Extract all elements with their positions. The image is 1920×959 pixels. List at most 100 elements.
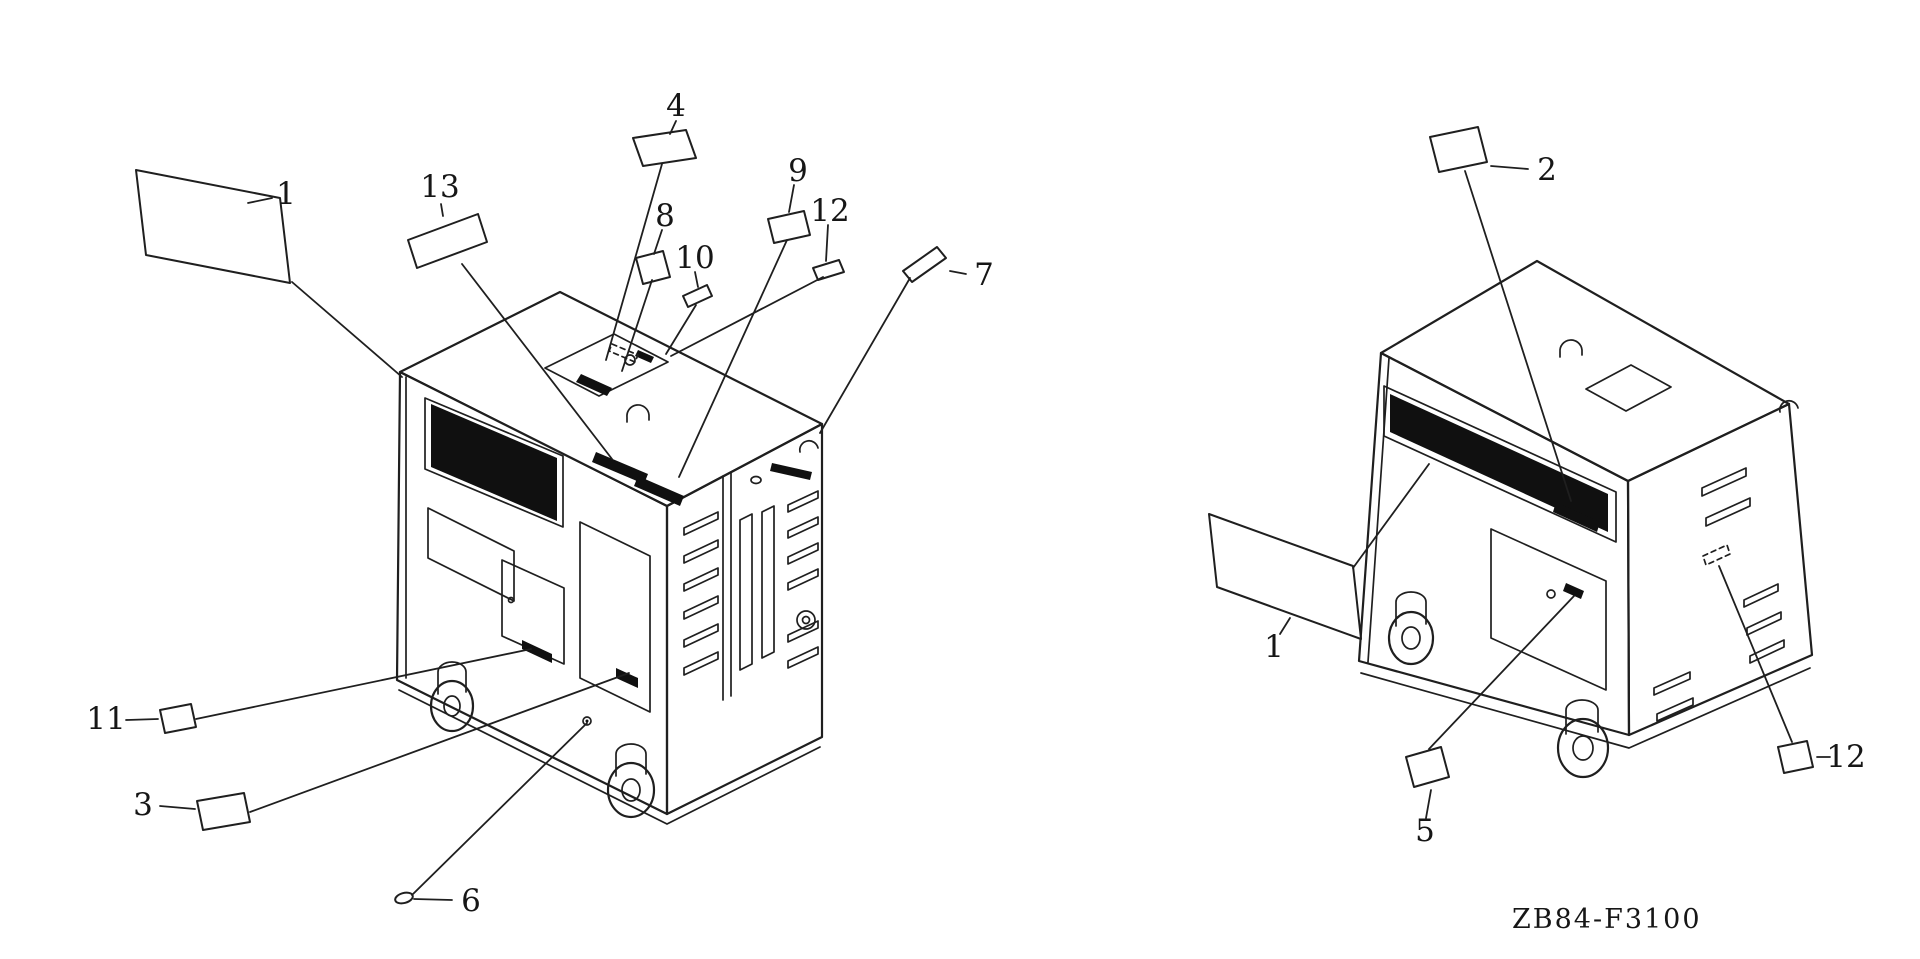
tick-3 (159, 805, 196, 810)
left-view-part-labels (135, 129, 947, 905)
left-gen-bolt-center (585, 719, 589, 723)
leader-12-right (1718, 565, 1793, 743)
left-generator-illustration (395, 290, 824, 825)
leader-9 (678, 239, 788, 478)
tick-1-right (1279, 617, 1291, 635)
right-view-part-labels (1208, 126, 1814, 788)
left-gen-side-face (665, 422, 824, 816)
right-gen-panel-frame (1383, 385, 1617, 543)
right-gen-label-spot-12 (1702, 544, 1731, 566)
right-gen-wheels (1387, 591, 1610, 779)
part-label-shape-4 (632, 129, 697, 167)
callout-9: 9 (788, 153, 808, 189)
left-gen-label-spot-13 (592, 452, 648, 484)
callout-1-right: 1 (1264, 629, 1284, 665)
tick-1-left (247, 197, 273, 204)
part-label-shape-1-right (1208, 513, 1362, 640)
part-label-shape-8 (635, 250, 671, 285)
part-label-shape-6 (394, 891, 414, 905)
part-label-shape-10 (682, 284, 713, 308)
leader-2 (1464, 170, 1572, 502)
part-label-shape-9 (767, 210, 811, 244)
part-label-shape-7 (902, 246, 947, 283)
callout-6: 6 (461, 883, 481, 919)
left-gen-label-spot-11 (522, 640, 552, 663)
tick-7 (949, 270, 967, 275)
tick-4 (669, 120, 677, 135)
left-view-callouts: 1 13 4 8 10 9 12 7 11 3 6 (86, 88, 994, 919)
right-gen-label-spot-2 (1553, 502, 1600, 532)
left-gen-control-black-bar (576, 374, 612, 396)
right-gen-door-lock (1546, 589, 1556, 599)
tick-13 (440, 203, 444, 217)
right-gen-base-line (1360, 667, 1811, 749)
leader-4 (605, 163, 663, 361)
callout-10: 10 (675, 240, 714, 276)
tick-12-left (825, 224, 829, 262)
callout-1-left: 1 (276, 176, 296, 212)
tick-2 (1490, 165, 1529, 170)
tick-8 (653, 229, 663, 255)
left-gen-wheels (429, 661, 656, 819)
leader-1-left (291, 281, 403, 378)
leader-11 (195, 648, 532, 720)
tick-6 (413, 898, 453, 901)
right-gen-label-spot-5 (1563, 583, 1584, 599)
left-gen-recess-channel (579, 521, 651, 713)
right-gen-louver-vents (1653, 467, 1785, 722)
drawing-code: ZB84-F3100 (1512, 904, 1702, 935)
right-gen-side-face (1626, 402, 1814, 737)
leader-3 (249, 672, 630, 813)
callout-3: 3 (133, 787, 153, 823)
tick-10 (694, 271, 699, 288)
part-label-shape-3 (196, 792, 251, 831)
left-gen-handle-hook (626, 404, 650, 423)
leader-6 (411, 722, 588, 896)
left-gen-louver-vents (683, 471, 819, 701)
left-gen-label-spot-9 (634, 476, 684, 506)
callout-8: 8 (655, 198, 675, 234)
callout-12-left: 12 (810, 193, 849, 229)
left-gen-black-panel (431, 404, 557, 521)
leader-8 (621, 279, 653, 372)
right-view-leader-lines (1279, 165, 1831, 819)
right-gen-black-band (1390, 394, 1608, 532)
left-gen-window (427, 507, 515, 602)
leader-12-left (670, 276, 824, 357)
part-label-shape-11 (159, 703, 197, 734)
left-gen-panel-frame (424, 397, 564, 528)
leader-1-right (1352, 463, 1430, 569)
left-view-leader-lines (125, 120, 967, 901)
callout-5: 5 (1415, 813, 1435, 849)
right-gen-top-recess (1585, 364, 1672, 412)
part-label-shape-13 (407, 213, 488, 269)
callout-2: 2 (1537, 152, 1557, 188)
right-gen-door (1490, 528, 1607, 691)
right-generator-illustration (1357, 259, 1814, 779)
leader-7 (819, 277, 911, 434)
left-gen-bolt (582, 716, 592, 726)
callout-13: 13 (420, 169, 459, 205)
leader-5 (1428, 595, 1575, 750)
part-label-shape-12-left (812, 259, 845, 281)
left-gen-door-latch (507, 596, 515, 604)
left-gen-door (501, 559, 565, 665)
tick-11 (125, 718, 159, 721)
right-gen-corner-latch (1778, 399, 1799, 413)
left-gen-label-spot-10 (608, 343, 639, 363)
callout-4: 4 (666, 88, 686, 124)
left-gen-label-spot-3 (616, 668, 638, 688)
part-label-shape-2 (1429, 126, 1488, 173)
left-gen-control-recess (544, 333, 669, 397)
callout-7: 7 (974, 257, 994, 293)
part-label-shape-1-left (135, 169, 291, 284)
leader-10 (665, 304, 697, 355)
part-label-shape-12-right (1777, 740, 1814, 774)
right-gen-edge-line (1367, 357, 1390, 663)
right-gen-handle-hook (1559, 339, 1583, 358)
left-gen-base-line (398, 689, 821, 825)
callout-12-right: 12 (1826, 739, 1865, 775)
tick-9 (788, 184, 795, 213)
left-gen-control-switch (635, 350, 654, 363)
